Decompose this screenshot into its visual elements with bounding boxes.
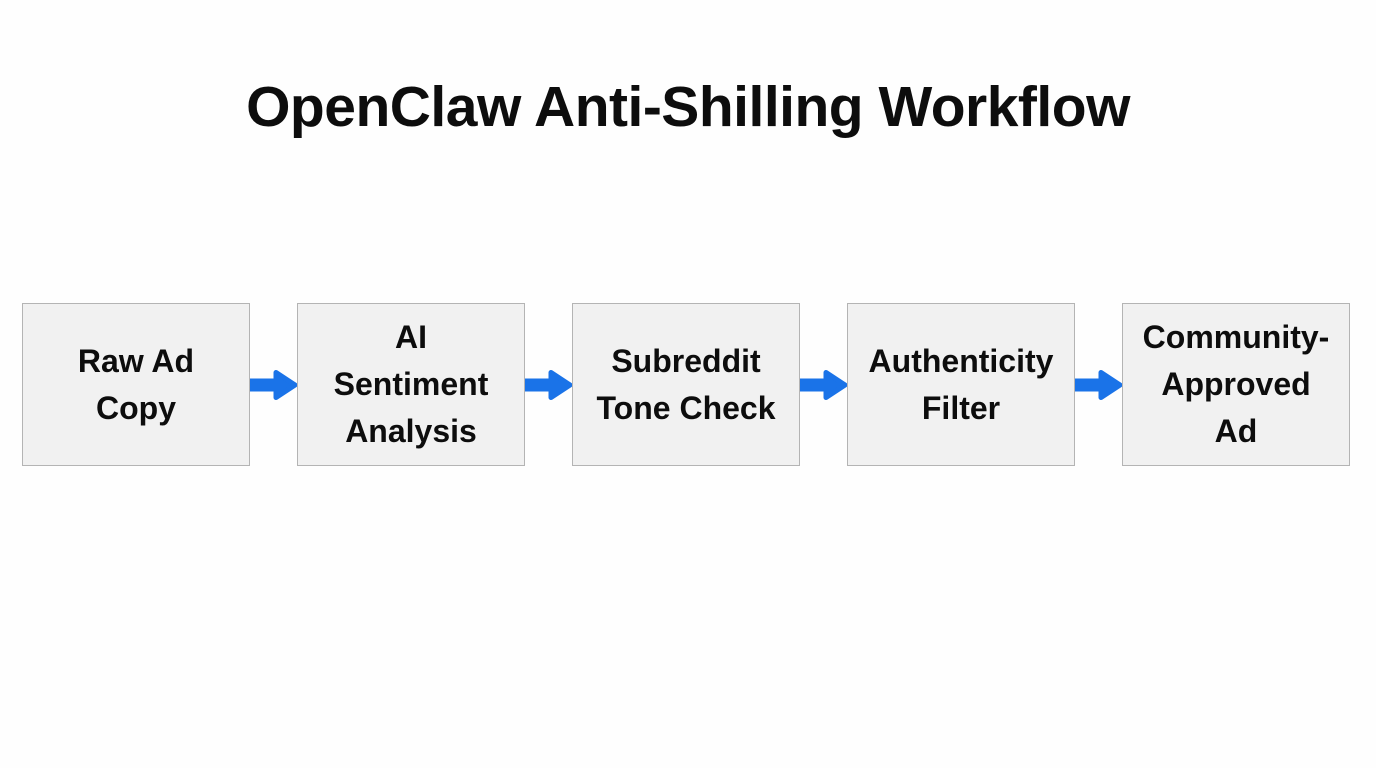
flow-connector-2 [525, 303, 572, 466]
arrow-right-icon [800, 364, 847, 406]
flow-connector-4 [1075, 303, 1122, 466]
page-title: OpenClaw Anti-Shilling Workflow [246, 75, 1130, 139]
arrow-right-icon [525, 364, 572, 406]
arrow-right-icon [250, 364, 297, 406]
arrow-right-icon [1075, 364, 1122, 406]
flow-connector-1 [250, 303, 297, 466]
flow-connector-3 [800, 303, 847, 466]
